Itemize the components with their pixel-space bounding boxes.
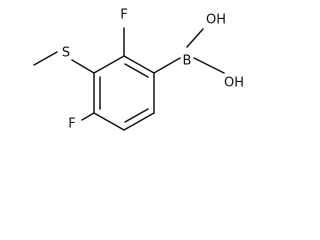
bond-c6-s — [71, 59, 95, 74]
bond-c2-b — [153, 57, 181, 74]
bond-s-methyl — [33, 51, 58, 66]
ring-bond-c4-c5 — [93, 112, 125, 131]
ring-bond-c3-c4 — [123, 112, 155, 131]
chemical-structure-diagram: F S B OH OH F — [33, 8, 244, 132]
atom-f-bottom: F — [68, 117, 75, 132]
atom-b: B — [183, 54, 192, 69]
atom-oh-upper: OH — [206, 13, 226, 28]
atom-f-top: F — [120, 8, 127, 23]
bond-b-oh-lower — [193, 57, 225, 74]
bond-c5-f — [81, 112, 95, 121]
bond-b-oh-upper — [186, 28, 204, 48]
atom-oh-lower: OH — [224, 76, 244, 91]
ring-bond-c6-c1 — [93, 55, 125, 74]
double-bond-inner-c3-c4 — [124, 108, 149, 123]
atom-s: S — [62, 46, 70, 61]
double-bond-inner-c1-c2 — [124, 63, 149, 78]
ring-bond-c1-c2 — [123, 55, 155, 74]
